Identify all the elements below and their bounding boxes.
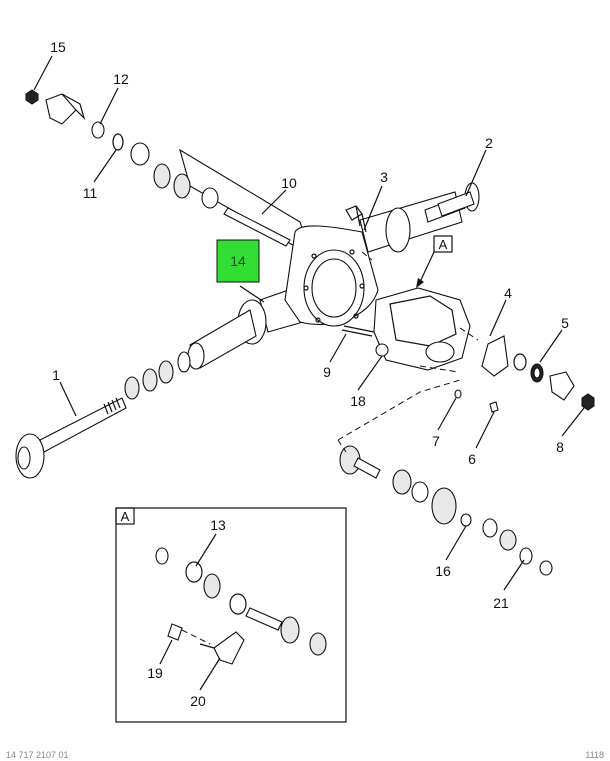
callout-8[interactable]: 8 (556, 439, 564, 455)
breather-part (345, 205, 367, 233)
callout-7[interactable]: 7 (432, 433, 440, 449)
footer-right-id: 1118 (585, 750, 604, 760)
callout-15[interactable]: 15 (50, 39, 66, 55)
callout-9[interactable]: 9 (323, 364, 331, 380)
callout-3[interactable]: 3 (380, 169, 388, 185)
callout-6[interactable]: 6 (468, 451, 476, 467)
callout-20[interactable]: 20 (190, 693, 206, 709)
callout-18[interactable]: 18 (350, 393, 366, 409)
inset-box-label: A (121, 509, 130, 524)
left-spindle-parts (124, 351, 191, 400)
callout-14[interactable]: 14 (230, 253, 246, 269)
callout-2[interactable]: 2 (485, 135, 493, 151)
callout-19[interactable]: 19 (147, 665, 163, 681)
carrier-assembly (341, 287, 471, 371)
callout-11[interactable]: 11 (83, 185, 98, 201)
highlight-box-14[interactable] (216, 239, 260, 283)
callout-13[interactable]: 13 (210, 517, 226, 533)
callout-1[interactable]: 1 (52, 367, 60, 383)
callout-21[interactable]: 21 (493, 595, 509, 611)
explode-lines (337, 251, 479, 453)
axle-shaft-left (15, 397, 127, 479)
callout-16[interactable]: 16 (435, 563, 451, 579)
inset-detail-box: A (115, 507, 347, 723)
upper-left-parts (25, 89, 291, 247)
detail-marker-label: A (439, 237, 448, 252)
callout-12[interactable]: 12 (113, 71, 129, 87)
leader-lines (33, 55, 585, 691)
callout-5[interactable]: 5 (561, 315, 569, 331)
footer-left-id: 14 717 2107 01 (6, 750, 69, 760)
detail-a-marker: A (416, 235, 453, 288)
callout-10[interactable]: 10 (281, 175, 297, 191)
callout-4[interactable]: 4 (504, 285, 512, 301)
axle-housing (179, 148, 463, 370)
gear-train (339, 445, 553, 576)
callout-numbers: 15 12 11 10 3 2 14 4 5 9 18 1 7 6 8 16 2… (50, 39, 569, 709)
pinion-side-parts (454, 335, 595, 413)
